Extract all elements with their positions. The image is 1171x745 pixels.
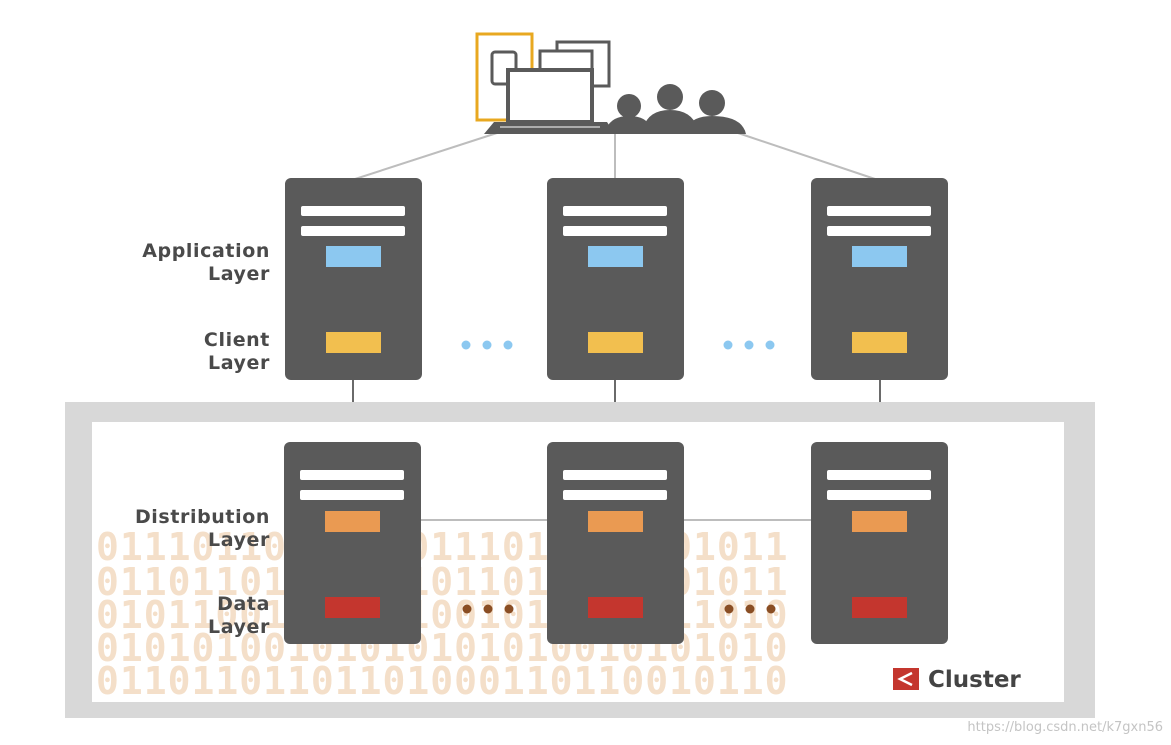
client-layer-label: Client [204,329,270,351]
laptop-icon [484,68,615,134]
distribution-block [588,511,643,532]
application-block [326,246,381,267]
application-layer-label: Application [142,240,270,262]
distribution-block [325,511,380,532]
upper-server-group [285,178,948,380]
cluster-text: Cluster [928,667,1021,693]
distribution-layer-label: Distribution [135,506,270,528]
data-block [852,597,907,618]
connector-lines [351,131,881,521]
server-unit [811,442,948,644]
server-unit [284,442,421,644]
server-unit [547,442,684,644]
users-icon [605,84,746,134]
distribution-layer-label: Layer [208,529,270,551]
server-unit [285,178,422,380]
cluster-label: Cluster [893,667,1021,693]
distribution-block [852,511,907,532]
application-layer-label: Layer [208,263,270,285]
client-devices [475,32,746,134]
lower-server-group [284,442,948,644]
binary-background: 01110110110100111011101101011 0110110111… [96,525,788,703]
client-layer-label: Layer [208,352,270,374]
data-block [325,597,380,618]
server-unit [811,178,948,380]
ellipsis-dots [462,604,776,614]
client-block [852,332,907,353]
client-block [326,332,381,353]
application-block [852,246,907,267]
ellipsis-dots [461,340,775,350]
client-block [588,332,643,353]
binary-row: 01101101101101000110110010110 [96,659,788,703]
data-block [588,597,643,618]
cluster-logo-icon [893,668,919,690]
application-block [588,246,643,267]
watermark: https://blog.csdn.net/k7gxn56 [967,720,1163,735]
layer-labels: Application Layer Client Layer Distribut… [135,240,270,638]
data-layer-label: Data [217,593,270,615]
server-unit [547,178,684,380]
data-layer-label: Layer [208,616,270,638]
